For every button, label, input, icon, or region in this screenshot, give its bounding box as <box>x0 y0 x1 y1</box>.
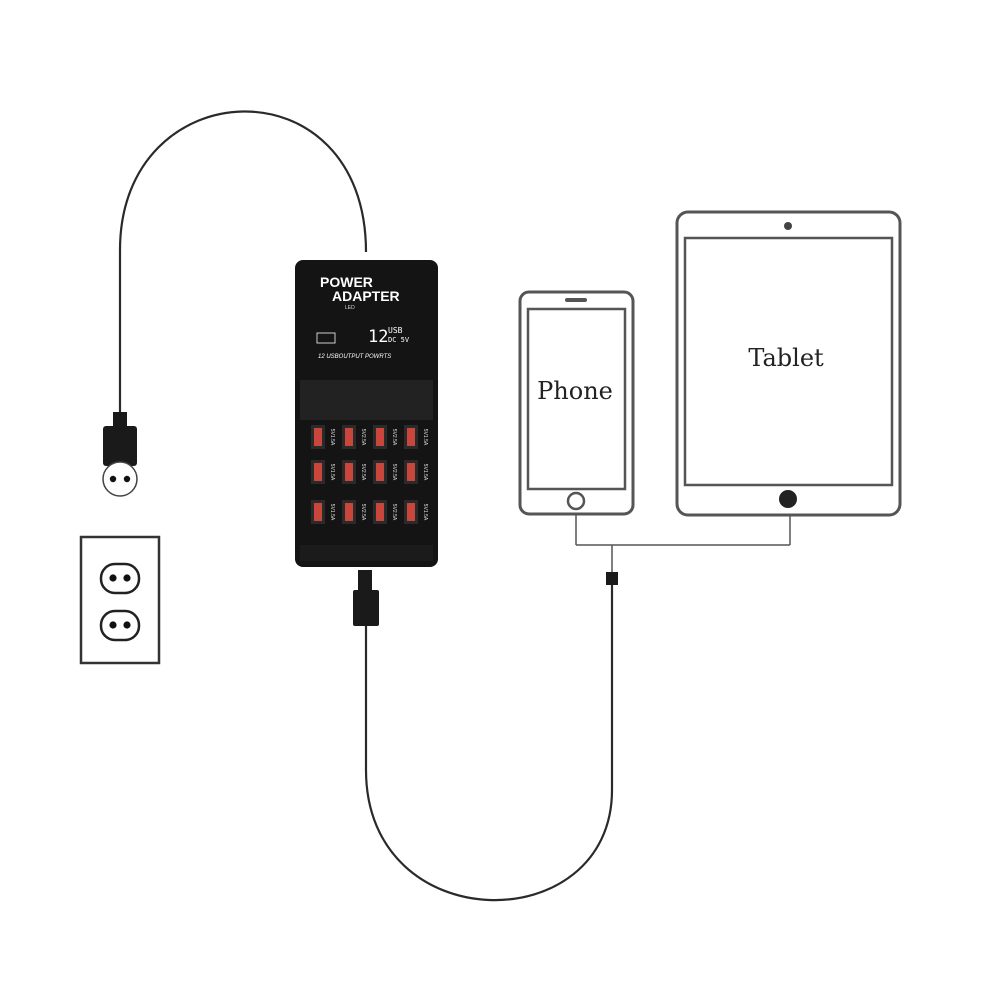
usb-port-grid: 5V1.5A 5V2.5A 5V2.5A 5V1.5A 5V1.5A 5V2.5A 5V2.… <box>311 425 428 524</box>
usb-port-rating-label: 5V2.5A <box>391 464 397 481</box>
usb-port-insert <box>314 428 322 446</box>
usb-port-rating-label: 5V2.5A <box>391 429 397 446</box>
usb-port-insert <box>376 428 384 446</box>
usb-port-insert <box>407 503 415 521</box>
ports-caption: 12 USBOUTPUT POWRTS <box>318 354 391 360</box>
usb-port-insert <box>407 428 415 446</box>
usb-port-insert <box>345 428 353 446</box>
splitter-wires <box>575 512 791 572</box>
power-indicator <box>316 332 336 344</box>
usb-port-rating-label: 5V2.5A <box>391 504 397 521</box>
usb-port-insert <box>345 463 353 481</box>
usb-port-insert <box>376 503 384 521</box>
power-adapter: POWER ADAPTER LED 12 USB DC 5V 12 USBOUT… <box>295 260 438 567</box>
usb-port-rating-label: 5V1.5A <box>422 464 428 481</box>
adapter-title-line1: POWER <box>320 274 373 290</box>
usb-port-rating-label: 5V1.5A <box>422 504 428 521</box>
phone-outline <box>518 290 635 516</box>
usb-port-insert <box>314 503 322 521</box>
tablet-outline <box>675 210 902 517</box>
wall-plug <box>102 412 138 497</box>
charging-cable <box>364 585 614 902</box>
display-number: 12 <box>368 327 388 347</box>
usb-port-insert <box>314 463 322 481</box>
usb-port-rating-label: 5V2.5A <box>360 464 366 481</box>
usb-port-insert <box>345 503 353 521</box>
tablet-label: Tablet <box>748 344 824 372</box>
usb-port-rating-label: 5V1.5A <box>329 429 335 446</box>
wall-outlet <box>79 535 161 665</box>
usb-port-rating-label: 5V2.5A <box>360 429 366 446</box>
usb-cable-plug <box>353 570 379 626</box>
display-voltage: DC 5V <box>388 336 410 344</box>
usb-port-rating-label: 5V1.5A <box>329 464 335 481</box>
display-unit: USB <box>388 326 403 335</box>
adapter-title-line2: ADAPTER <box>332 288 400 304</box>
power-cable <box>118 110 368 415</box>
usb-port-rating-label: 5V2.5A <box>360 504 366 521</box>
adapter-led-label: LED <box>345 305 355 311</box>
usb-port-insert <box>376 463 384 481</box>
usb-port-rating-label: 5V1.5A <box>422 429 428 446</box>
usb-port-rating-label: 5V1.5A <box>329 504 335 521</box>
phone-label: Phone <box>537 377 613 405</box>
splitter-block <box>606 572 618 585</box>
usb-port-insert <box>407 463 415 481</box>
